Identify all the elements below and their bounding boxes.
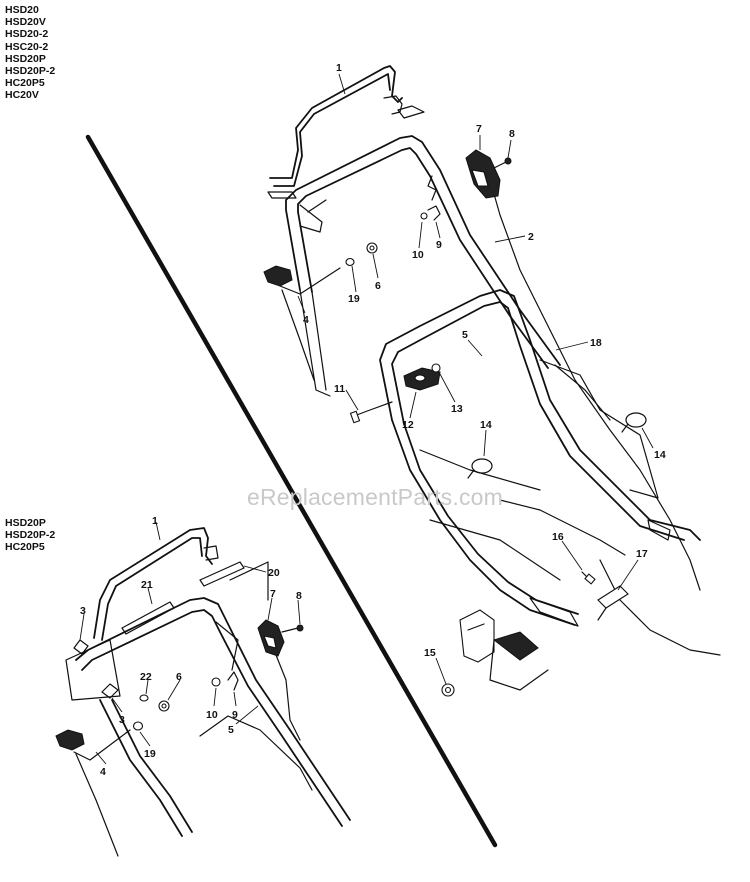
model-code: HSD20P: [5, 517, 46, 529]
callout-number: 3: [80, 605, 86, 617]
model-code: HSD20: [5, 4, 39, 16]
part-14-cable-tie: [621, 412, 647, 433]
callout-number: 3: [119, 714, 125, 726]
callout-number: 5: [228, 724, 234, 736]
callout-number: 13: [451, 403, 463, 415]
callout-number: 15: [424, 647, 436, 659]
callout-number: 1: [336, 62, 342, 74]
part-9-spring: [427, 175, 441, 221]
callout-number: 12: [402, 419, 414, 431]
part-7-control-housing: [465, 149, 501, 199]
part-6-nut: [366, 242, 378, 254]
divider-line: [85, 134, 498, 848]
callout-number: 9: [436, 239, 442, 251]
callout-number: 10: [412, 249, 424, 261]
control-cable: [489, 179, 701, 591]
callout-number: 8: [509, 128, 515, 140]
leader-lines-main: [297, 73, 654, 685]
callout-number: 4: [303, 314, 309, 326]
inset-part-6-nut: [158, 700, 170, 712]
callout-number: 22: [140, 671, 152, 683]
model-list-main: HSD20 HSD20V HSD20-2 HSC20-2 HSD20P HSD2…: [5, 4, 55, 102]
model-code: HC20P5: [5, 541, 45, 554]
control-cable: [599, 559, 721, 656]
callout-number: 6: [176, 671, 182, 683]
callout-number: 18: [590, 337, 602, 349]
part-15-bracket: [441, 609, 549, 697]
callout-number: 10: [206, 709, 218, 721]
part-4-knob-bolt: [263, 265, 341, 381]
model-code: HC20V: [5, 89, 39, 102]
callout-number: 6: [375, 280, 381, 292]
part-16-connector: [581, 571, 596, 585]
part-10-nut: [420, 212, 428, 220]
inset-part-8-screw: [281, 624, 304, 633]
inset-part-10-nut: [211, 677, 221, 687]
callout-number: 8: [296, 590, 302, 602]
model-code: HSD20V: [5, 16, 46, 29]
inset-control-cable: [269, 639, 301, 741]
inset-view: 1 20 21 3 7 8 22 6 3 10 9 19 5 4: [55, 515, 351, 857]
inset-part-7-control-housing: [257, 619, 285, 657]
model-code: HC20P5: [5, 77, 45, 90]
callout-number: 1: [152, 515, 158, 527]
part-12-knob: [403, 367, 441, 391]
callout-number: 19: [348, 293, 360, 305]
callout-number: 16: [552, 531, 564, 543]
callout-number: 9: [232, 709, 238, 721]
part-11-bolt: [349, 401, 393, 424]
inset-part-22-spring: [139, 694, 149, 702]
part-5-lower-handle: [379, 289, 701, 627]
inset-part-4-knob-bolt: [55, 729, 131, 857]
callout-number: 19: [144, 748, 156, 760]
callout-number: 14: [480, 419, 492, 431]
part-14-cable-tie: [467, 458, 493, 479]
model-code: HSD20P: [5, 52, 46, 65]
part-18-panel: [539, 359, 659, 499]
inset-part-3-clip: [101, 683, 119, 699]
callout-number: 20: [268, 567, 280, 579]
callout-number: 11: [334, 383, 345, 395]
part-1-bail: [267, 65, 425, 199]
callout-number: 21: [141, 579, 153, 591]
inset-part-20-tube: [199, 561, 245, 587]
inset-part-1-bail: [93, 527, 219, 641]
inset-part-9-spring: [227, 671, 239, 691]
part-19-washer: [345, 257, 355, 267]
inset-part-19-washer: [132, 721, 144, 731]
model-code: HSD20P-2: [5, 529, 56, 542]
inset-handle: [65, 561, 351, 837]
model-code: HSD20P-2: [5, 65, 56, 78]
leader-lines-inset: [79, 521, 301, 765]
model-list-inset: HSD20P HSD20P-2 HC20P5: [5, 517, 55, 554]
callout-number: 7: [270, 588, 276, 600]
part-2-upper-handle: [285, 135, 561, 397]
part-8-screw: [493, 157, 512, 169]
part-13-nut: [431, 363, 441, 373]
inset-part-3-clip: [73, 639, 89, 655]
callout-number: 5: [462, 329, 468, 341]
model-code: HSD20-2: [5, 28, 49, 41]
callout-number: 7: [476, 123, 482, 135]
part-17-cable-adjuster: [597, 585, 629, 621]
callout-number: 2: [528, 231, 534, 243]
main-view: 1 7 8 2 9 10 6 19 4 5 18 11 12 13 14 14 …: [263, 62, 721, 697]
callout-number: 4: [100, 766, 106, 778]
callout-number: 14: [654, 449, 666, 461]
model-code: HSC20-2: [5, 40, 49, 53]
callout-number: 17: [636, 548, 648, 560]
